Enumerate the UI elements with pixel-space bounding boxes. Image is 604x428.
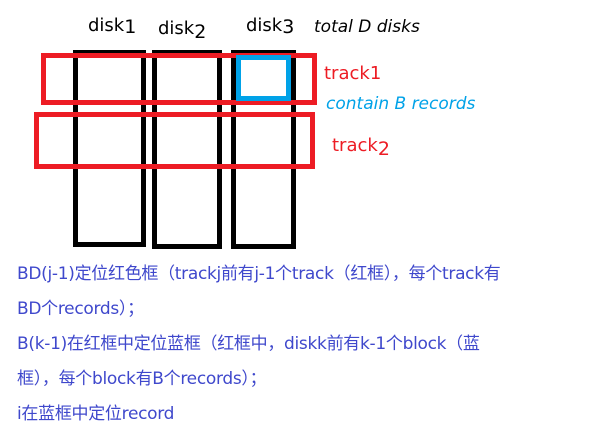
- track-2-box: [34, 112, 315, 169]
- note-line-5: i在蓝框中定位record: [17, 404, 175, 424]
- note-line-2: BD个records）；: [17, 299, 144, 319]
- note-line-3: B(k-1)在红框中定位蓝框（红框中，diskk前有k-1个block（蓝: [17, 334, 480, 354]
- note-line-4: 框），每个block有B个records）；: [17, 369, 267, 389]
- disk-3-label: disk3: [246, 15, 295, 38]
- note-line-1: BD(j-1)定位红色框（trackj前有j-1个track（红框），每个tra…: [17, 264, 501, 284]
- disk-1-label: disk1: [88, 15, 137, 38]
- disk-1-column: [73, 50, 146, 247]
- block-box: [236, 55, 291, 101]
- total-disks-label: total D disks: [314, 17, 420, 37]
- block-label: contain B records: [326, 94, 476, 114]
- disk-2-label: disk2: [158, 18, 207, 43]
- track-1-label: track1: [324, 63, 382, 84]
- disk-2-column: [152, 50, 222, 249]
- track-1-box: [41, 53, 317, 105]
- disk-3-column: [231, 50, 296, 249]
- track-2-label: track2: [332, 135, 390, 160]
